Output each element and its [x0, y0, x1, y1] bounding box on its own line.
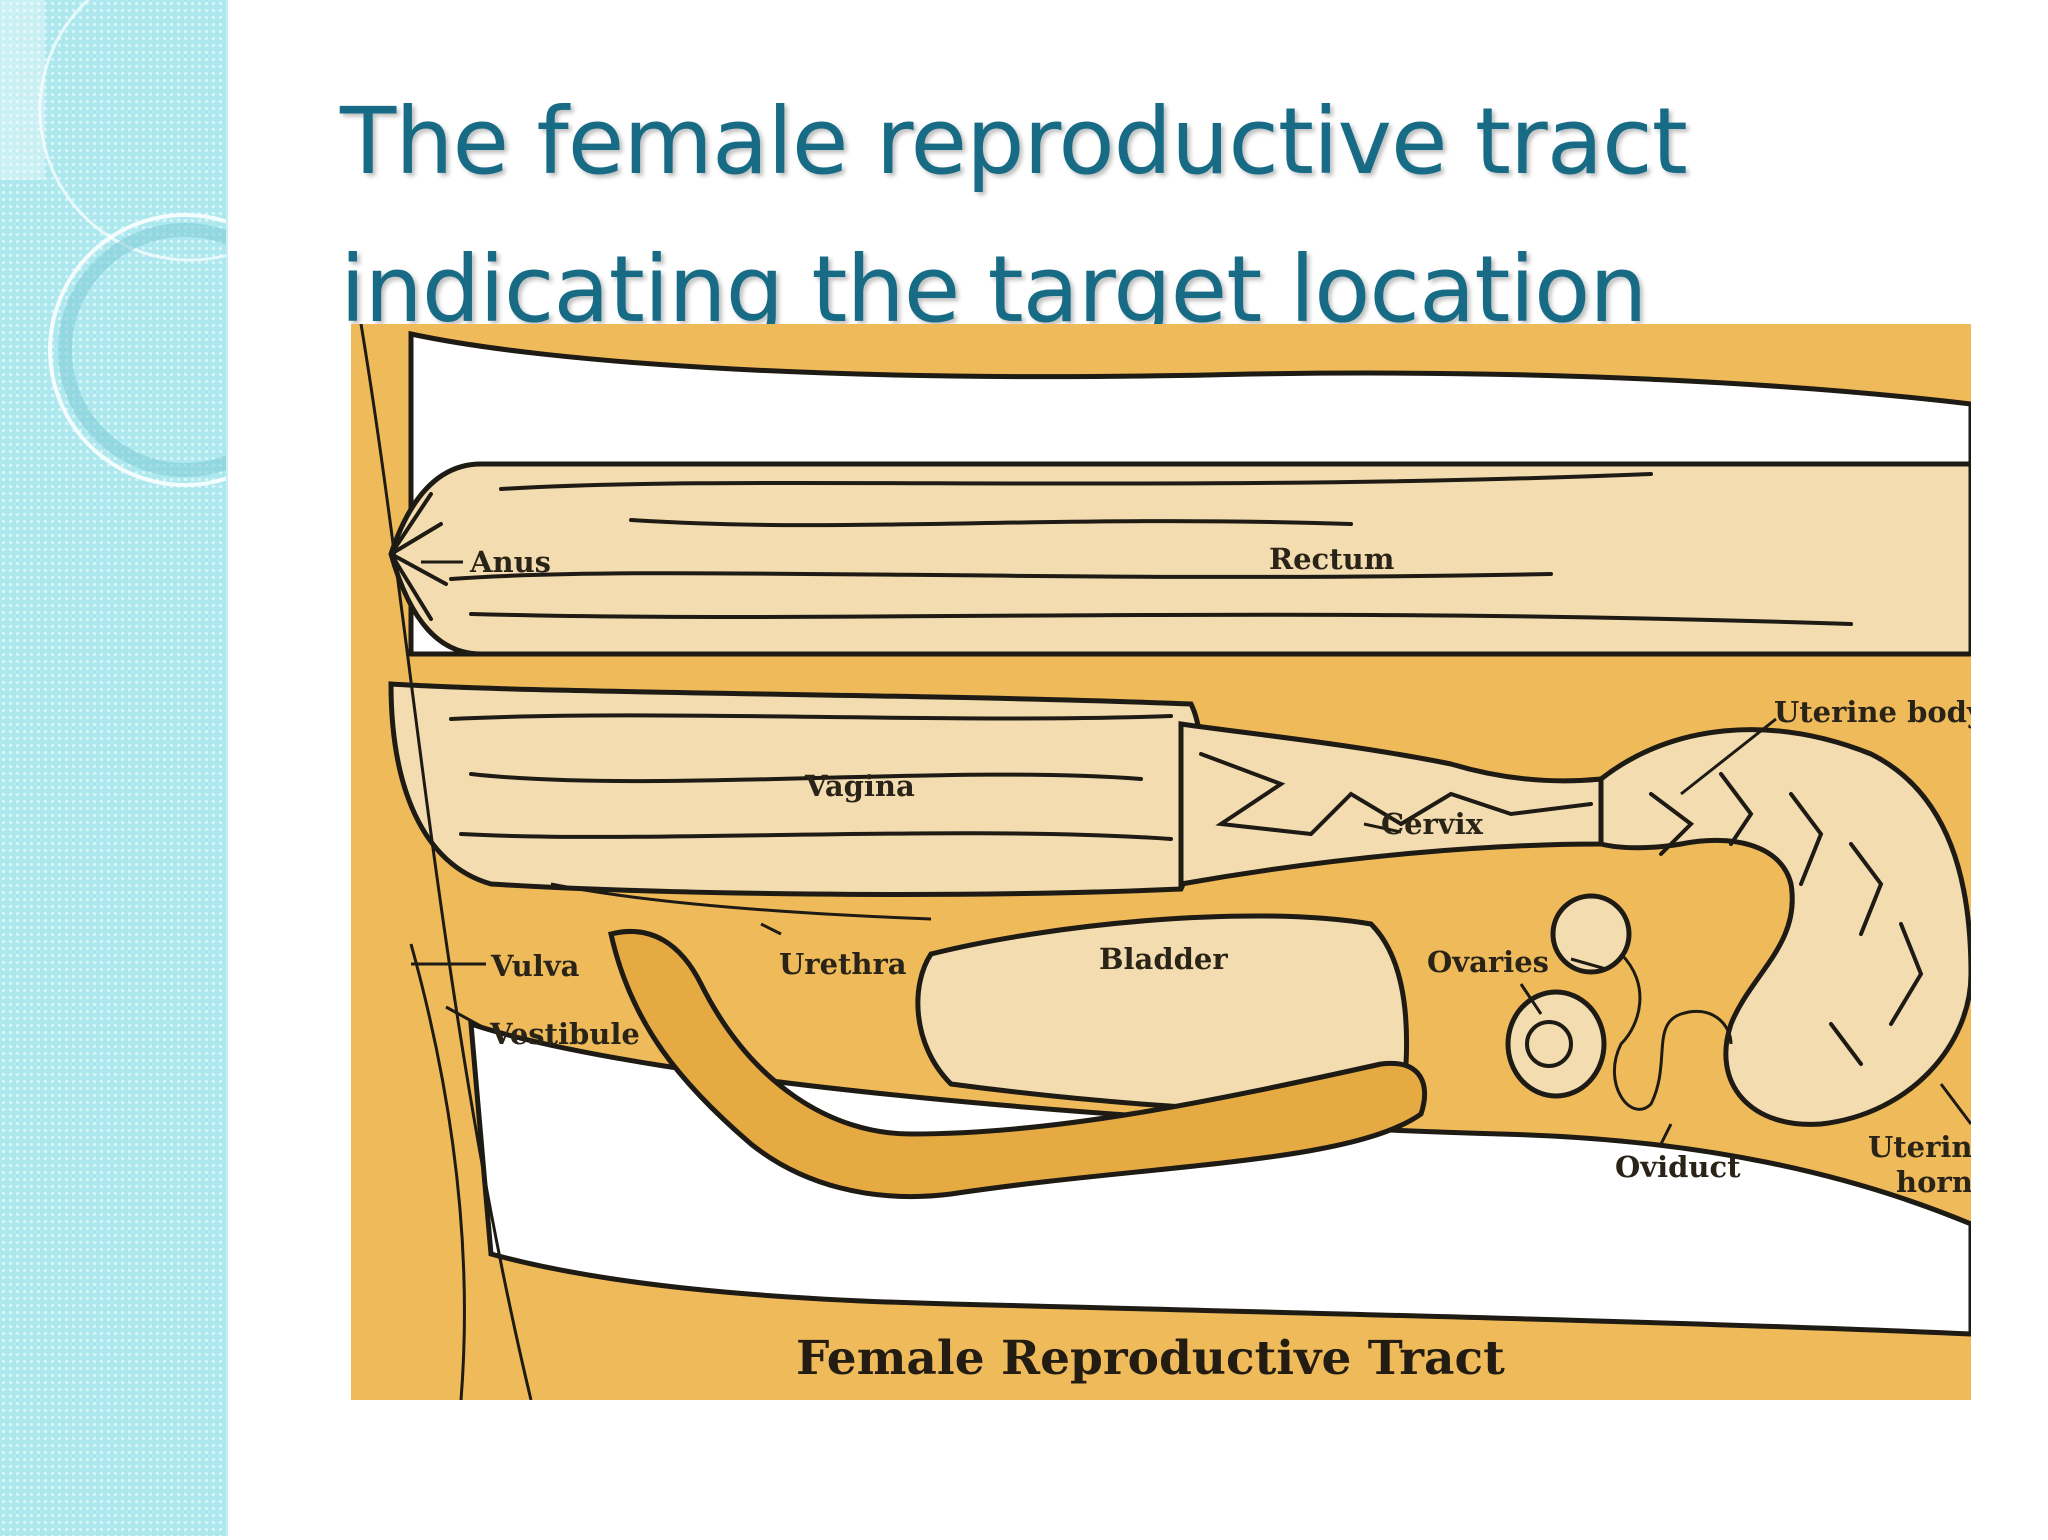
reproductive-tract-diagram: Anus Rectum Vagina Uterine body Cervix U… [351, 324, 1971, 1400]
anus-opening [389, 492, 448, 621]
oviduct-line [1612, 952, 1733, 1111]
slide-sidebar-decoration [0, 0, 342, 1536]
rectum-fold [629, 518, 1353, 528]
leader-uterine-body [1680, 717, 1777, 796]
body-outline [359, 324, 533, 1400]
rectum-shape [388, 461, 1971, 657]
cervix-shape [1178, 721, 1604, 887]
vagina-shape [388, 681, 1205, 897]
uterus-fold [1649, 772, 1924, 1066]
label-vulva: Vulva [490, 949, 580, 983]
rectum-fold [499, 472, 1653, 491]
label-uterine-horn-line2: horn [1896, 1165, 1971, 1199]
cervix-fold [1199, 752, 1593, 837]
ovary-follicle [1525, 1020, 1573, 1068]
leader-oviduct [1659, 1123, 1673, 1145]
figure-caption: Female Reproductive Tract [796, 1331, 1505, 1386]
lower-cavity [468, 1020, 1971, 1337]
label-vestibule: Vestibule [489, 1017, 640, 1051]
body-outline [409, 943, 466, 1400]
label-rectum: Rectum [1269, 542, 1395, 576]
label-uterine-body: Uterine body [1774, 695, 1971, 729]
pubic-bone [608, 928, 1428, 1199]
vagina-fold [449, 713, 1173, 721]
label-cervix: Cervix [1381, 807, 1484, 841]
label-oviduct: Oviduct [1615, 1150, 1741, 1184]
ovary-shape [1505, 989, 1607, 1099]
vagina-fold [459, 831, 1173, 841]
leader-urethra [760, 922, 782, 936]
leader-cervix [1363, 822, 1402, 834]
vagina-fold [469, 772, 1143, 784]
label-bladder: Bladder [1099, 942, 1228, 976]
rectum-fold [449, 571, 1553, 581]
label-anus: Anus [469, 545, 551, 579]
decorative-circles [0, 0, 342, 487]
label-vagina: Vagina [804, 769, 915, 803]
ovary-shape [1550, 893, 1632, 975]
urethra-line [550, 882, 932, 921]
title-line-1: The female reproductive tract [340, 88, 1688, 195]
leader-uterine-horn [1939, 1083, 1971, 1125]
leader-ovaries [1519, 957, 1607, 1015]
rectum-fold [469, 612, 1853, 626]
leader-vestibule [445, 1005, 487, 1031]
slide-title: The female reproductive tract indicating… [340, 68, 2000, 364]
label-uterine-horn-line1: Uterin [1868, 1130, 1971, 1164]
label-ovaries: Ovaries [1427, 945, 1549, 979]
label-urethra: Urethra [779, 947, 907, 981]
uterus-shape [1598, 727, 1971, 1127]
anatomy-figure: Anus Rectum Vagina Uterine body Cervix U… [351, 324, 1971, 1400]
